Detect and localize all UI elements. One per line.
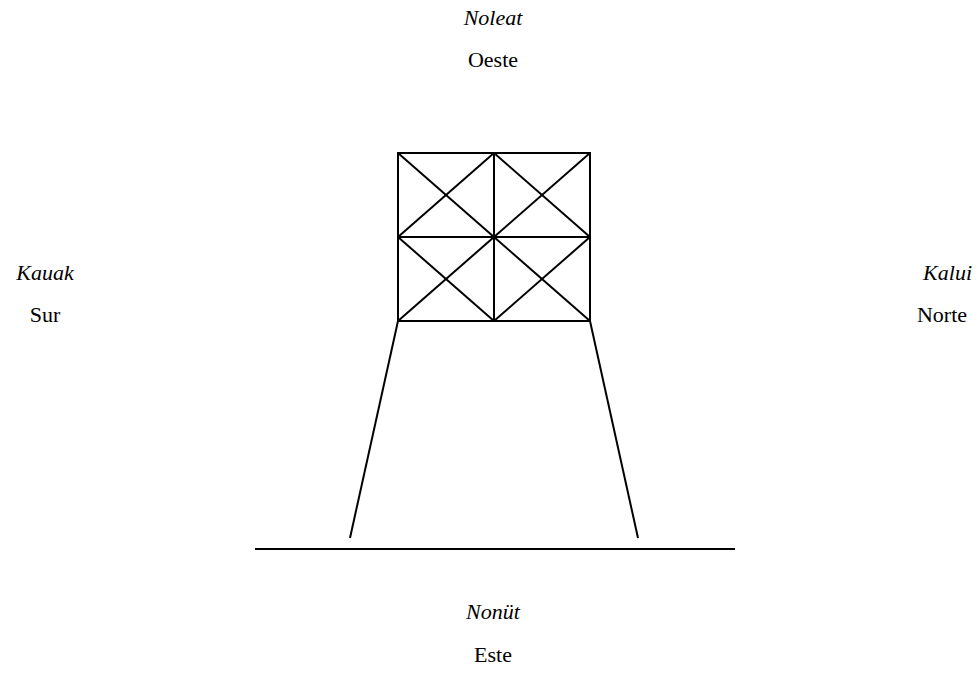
frame-brace bbox=[398, 237, 494, 321]
tower-leg bbox=[590, 321, 638, 538]
direction-name: Este bbox=[474, 642, 512, 668]
ground-line bbox=[255, 548, 735, 550]
native-direction-name: Nonüt bbox=[466, 599, 520, 625]
native-direction-name: Kalui bbox=[923, 260, 972, 286]
frame-brace bbox=[494, 153, 590, 237]
frame-brace bbox=[494, 237, 590, 321]
direction-name: Sur bbox=[30, 302, 61, 328]
native-direction-name: Noleat bbox=[464, 5, 523, 31]
frame-brace bbox=[398, 153, 494, 237]
frame-brace bbox=[494, 153, 590, 237]
direction-name: Norte bbox=[917, 302, 967, 328]
native-direction-name: Kauak bbox=[16, 260, 73, 286]
frame-brace bbox=[494, 237, 590, 321]
frame-square bbox=[398, 153, 590, 321]
frame-brace bbox=[398, 237, 494, 321]
tower-leg bbox=[350, 321, 398, 538]
direction-name: Oeste bbox=[468, 47, 518, 73]
frame-brace bbox=[398, 153, 494, 237]
